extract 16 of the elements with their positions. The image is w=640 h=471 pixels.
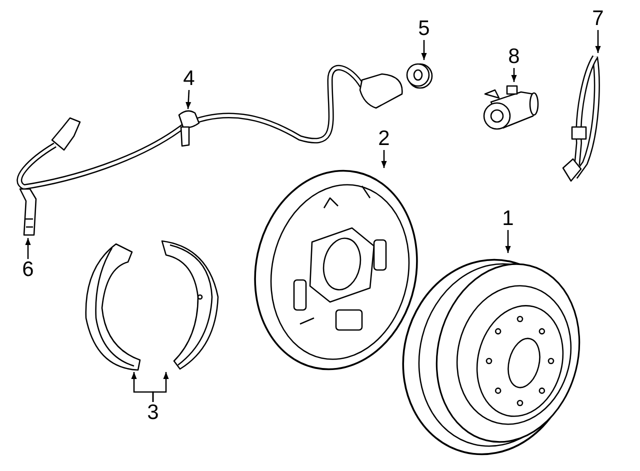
callout-number: 8 <box>506 46 522 68</box>
leader-line <box>186 90 192 110</box>
callout-number: 2 <box>376 128 392 150</box>
leader-line <box>505 230 511 253</box>
leader-line <box>25 238 31 259</box>
callout-number: 1 <box>500 208 516 230</box>
callout-number: 6 <box>20 259 36 281</box>
leader-line <box>152 372 169 402</box>
leader-line <box>595 30 601 53</box>
leader-line <box>421 40 427 60</box>
leader-line <box>381 150 387 168</box>
callout-number: 5 <box>416 18 432 40</box>
callout-number: 7 <box>590 8 606 30</box>
callout-number: 3 <box>145 402 161 424</box>
leader-line <box>511 68 517 82</box>
callout-number: 4 <box>181 68 197 90</box>
